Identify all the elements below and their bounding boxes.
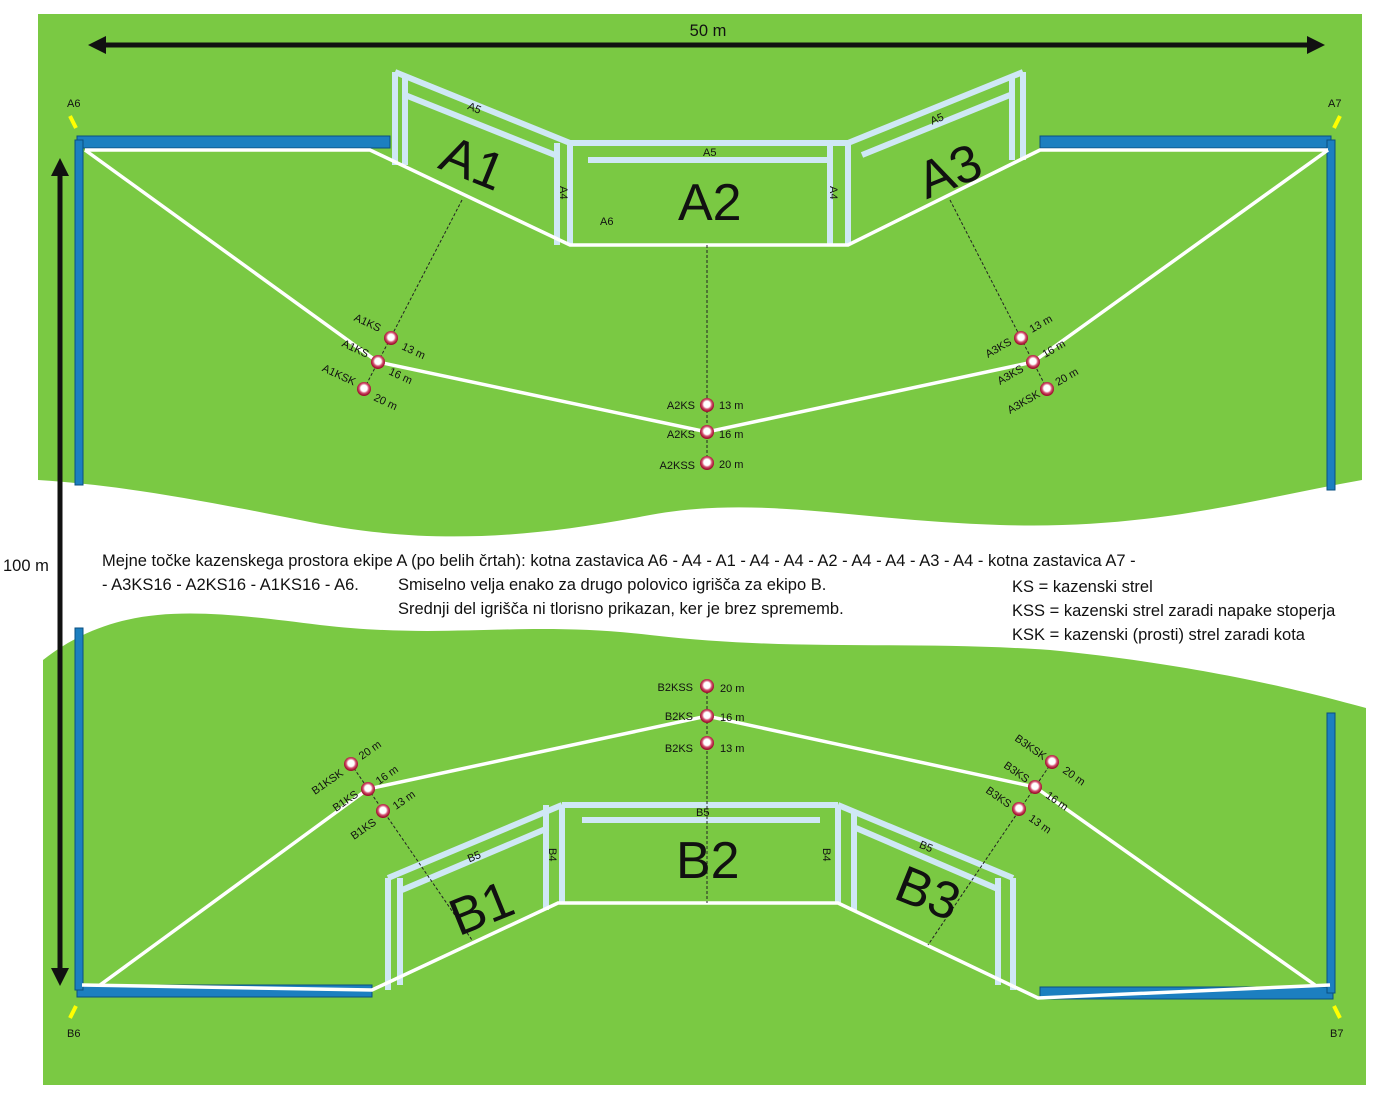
point-distance: 13 m xyxy=(720,743,744,755)
penalty-marker xyxy=(1028,780,1042,794)
penalty-points-b xyxy=(344,679,1059,818)
point-label: A2KS xyxy=(667,429,695,441)
note-line-3: Srednji del igrišča ni tlorisno prikazan… xyxy=(398,600,844,618)
goal-frames-a xyxy=(392,69,1026,245)
flag-label-a7: A7 xyxy=(1328,98,1341,110)
penalty-marker xyxy=(1040,382,1054,396)
goal-label-a2: A2 xyxy=(678,174,742,232)
net-label-a5-right: A5 xyxy=(929,111,946,127)
flag-label-a6: A6 xyxy=(67,98,80,110)
legend-kss: KSS = kazenski strel zaradi napake stope… xyxy=(1012,602,1336,620)
legend-ks: KS = kazenski strel xyxy=(1012,578,1153,596)
net-label-a5-left: A5 xyxy=(466,101,483,117)
flag-label-b7: B7 xyxy=(1330,1028,1343,1040)
length-arrow xyxy=(51,158,69,986)
note-line-2b: Smiselno velja enako za drugo polovico i… xyxy=(398,576,826,594)
field-top-half xyxy=(38,14,1362,537)
point-distance: 13 m xyxy=(719,400,743,412)
net-label-a5-center: A5 xyxy=(703,147,716,159)
legend-ksk: KSK = kazenski (prosti) strel zaradi kot… xyxy=(1012,626,1306,644)
point-label: A2KSS xyxy=(660,460,695,472)
corner-flag-a7 xyxy=(1332,115,1342,129)
point-label: B2KS xyxy=(665,743,693,755)
note-line-2: - A3KS16 - A2KS16 - A1KS16 - A6. xyxy=(102,576,359,594)
penalty-marker xyxy=(1045,755,1059,769)
penalty-points-a xyxy=(357,331,1054,470)
width-label: 50 m xyxy=(690,22,727,40)
goal-label-b2: B2 xyxy=(676,832,740,890)
penalty-marker xyxy=(361,782,375,796)
penalty-marker xyxy=(357,382,371,396)
point-distance: 16 m xyxy=(719,429,743,441)
net-label-b5-left: B5 xyxy=(466,849,483,865)
corner-flag-a6 xyxy=(68,115,78,129)
corner-flag-b6 xyxy=(68,1005,78,1019)
point-distance: 16 m xyxy=(720,712,744,724)
penalty-marker xyxy=(700,736,714,750)
penalty-marker xyxy=(700,398,714,412)
penalty-marker xyxy=(384,331,398,345)
post-label-a4: A4 xyxy=(827,186,839,199)
penalty-marker xyxy=(700,709,714,723)
penalty-marker xyxy=(1012,802,1026,816)
goal-frames-b xyxy=(385,802,1016,990)
boundary-strips-top xyxy=(74,135,1336,491)
post-label-a4: A4 xyxy=(557,186,569,199)
penalty-marker xyxy=(700,679,714,693)
corner-flag-b7 xyxy=(1332,1005,1342,1019)
point-label: B2KSS xyxy=(658,682,693,694)
length-label: 100 m xyxy=(3,557,49,575)
post-label-b4: B4 xyxy=(820,848,832,861)
point-distance: 20 m xyxy=(720,683,744,695)
penalty-marker xyxy=(1014,331,1028,345)
point-label: A2KS xyxy=(667,400,695,412)
penalty-marker xyxy=(376,804,390,818)
field-bottom-half xyxy=(43,613,1366,1085)
note-line-1: Mejne točke kazenskega prostora ekipe A … xyxy=(102,552,1136,570)
penalty-marker xyxy=(700,425,714,439)
net-label-a6-inner: A6 xyxy=(600,216,613,228)
point-distance: 20 m xyxy=(719,459,743,471)
net-label-b5-right: B5 xyxy=(917,839,934,855)
net-label-b5-center: B5 xyxy=(696,807,709,819)
point-label: B2KS xyxy=(665,711,693,723)
flag-label-b6: B6 xyxy=(67,1028,80,1040)
penalty-marker xyxy=(344,757,358,771)
penalty-marker xyxy=(700,456,714,470)
width-arrow xyxy=(88,36,1325,54)
post-label-b4: B4 xyxy=(546,848,558,861)
penalty-marker xyxy=(1026,355,1040,369)
penalty-marker xyxy=(371,355,385,369)
